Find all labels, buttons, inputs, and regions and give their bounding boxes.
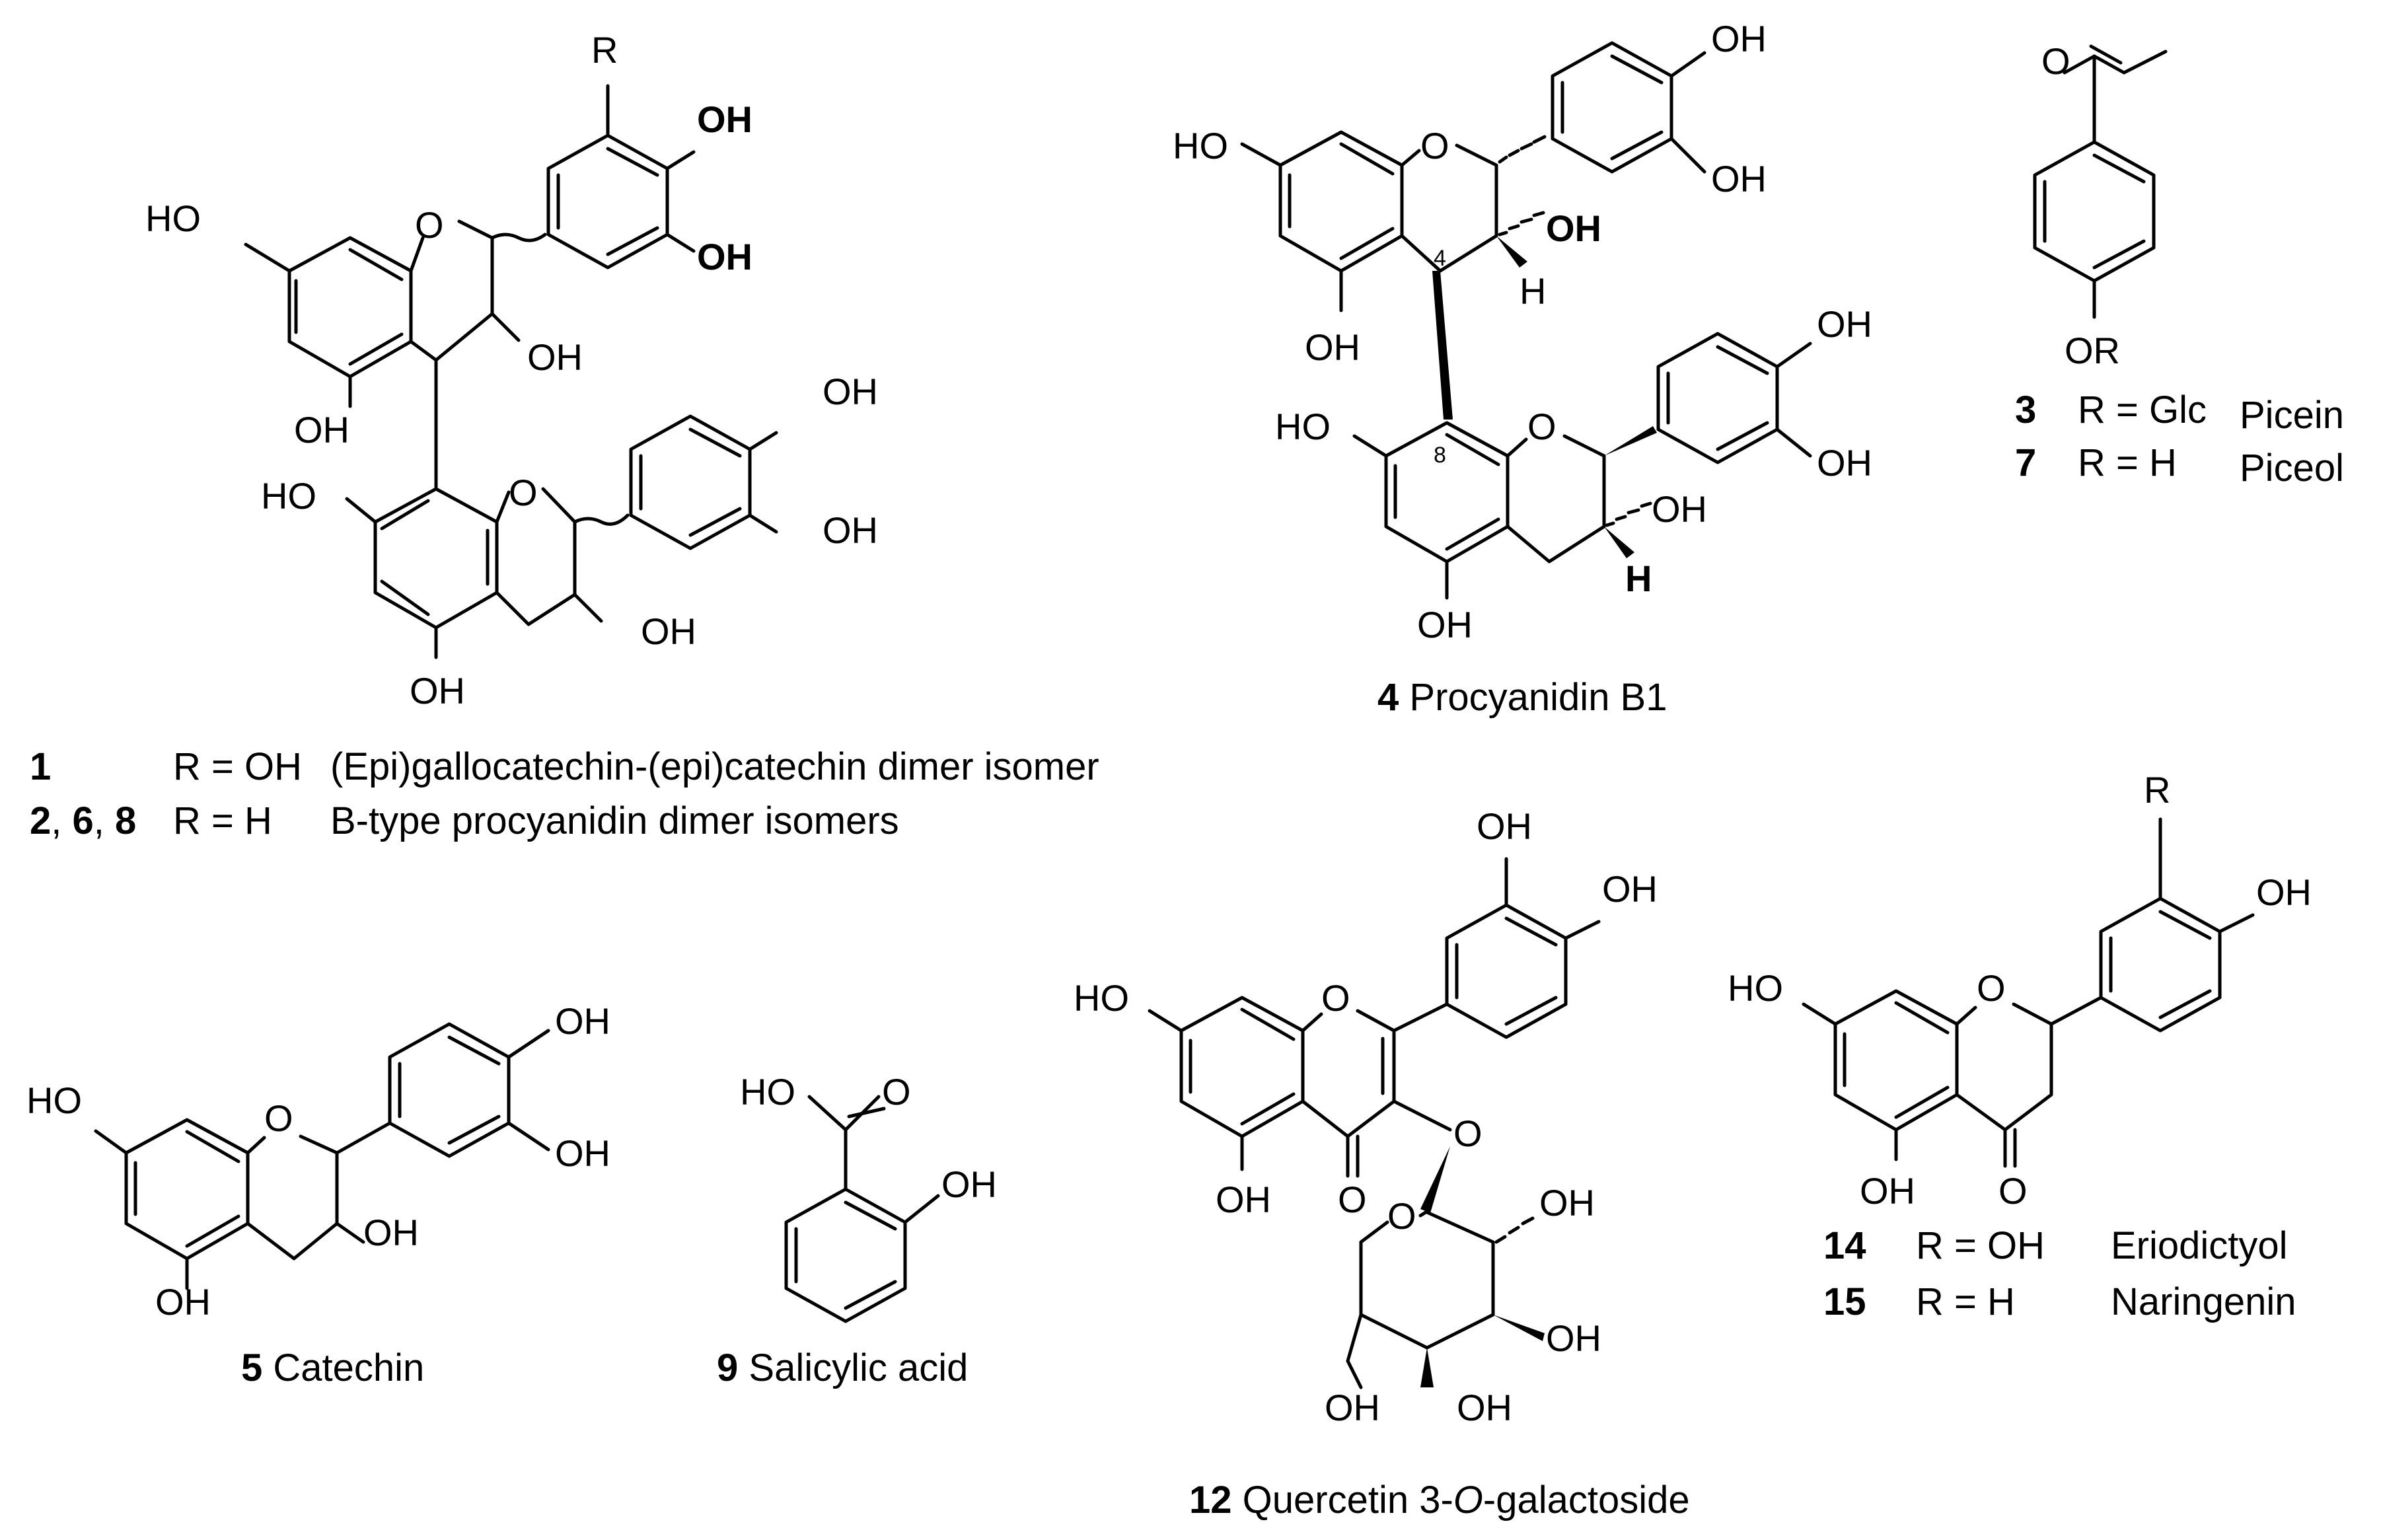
- svg-text:HO: HO: [261, 475, 316, 517]
- structure-compound-4: HO O OH OH OH H 4 OH 8 HO O OH OH OH H O…: [1173, 18, 1872, 645]
- svg-text:R = OH: R = OH: [173, 745, 302, 788]
- svg-text:OH: OH: [1817, 442, 1872, 484]
- svg-text:14: 14: [1823, 1224, 1866, 1267]
- svg-text:OH: OH: [823, 371, 878, 412]
- svg-text:OH: OH: [1860, 1170, 1915, 1212]
- svg-text:OH: OH: [1457, 1387, 1512, 1428]
- svg-text:OH: OH: [1539, 1182, 1595, 1224]
- svg-text:O: O: [415, 204, 444, 246]
- svg-text:OH: OH: [294, 409, 349, 451]
- svg-text:(Epi)gallocatechin-(epi)catech: (Epi)gallocatechin-(epi)catechin dimer i…: [330, 745, 1099, 788]
- svg-text:R = Glc: R = Glc: [2078, 388, 2207, 431]
- svg-text:OH: OH: [941, 1163, 997, 1205]
- svg-text:O: O: [1453, 1113, 1483, 1154]
- svg-text:OH: OH: [1216, 1179, 1271, 1220]
- structure-compound-3-7: O OR: [2033, 40, 2168, 371]
- svg-text:OH: OH: [1325, 1387, 1380, 1428]
- svg-text:O: O: [1998, 1170, 2028, 1212]
- svg-text:Picein: Picein: [2240, 394, 2344, 437]
- caption-compounds-1-2-6-8: 1 R = OH (Epi)gallocatechin-(epi)catechi…: [30, 745, 1099, 842]
- svg-text:HO: HO: [1173, 125, 1228, 166]
- svg-text:OH: OH: [410, 670, 465, 712]
- svg-text:1: 1: [30, 745, 51, 788]
- svg-text:OH: OH: [527, 336, 583, 378]
- svg-text:OH: OH: [2256, 871, 2312, 913]
- svg-text:R = OH: R = OH: [1916, 1224, 2045, 1267]
- svg-text:OH: OH: [555, 1132, 610, 1174]
- structure-compound-5: HO O OH OH OH OH: [26, 1000, 610, 1323]
- svg-text:OH: OH: [641, 610, 696, 652]
- svg-text:O: O: [2041, 40, 2070, 82]
- svg-text:OH: OH: [1546, 1317, 1601, 1359]
- svg-text:OR: OR: [2065, 330, 2120, 371]
- structure-compound-14-15: HO O R OH OH O: [1728, 769, 2312, 1212]
- svg-text:HO: HO: [145, 198, 201, 239]
- caption-compound-4: 4 Procyanidin B1: [1377, 676, 1667, 719]
- svg-text:OH: OH: [1652, 488, 1707, 530]
- svg-text:OH: OH: [1477, 805, 1532, 847]
- svg-text:OH: OH: [823, 509, 878, 551]
- svg-text:O: O: [1338, 1179, 1367, 1220]
- svg-text:OH: OH: [155, 1281, 211, 1323]
- caption-compounds-14-15: 14 R = OH Eriodictyol 15 R = H Naringeni…: [1823, 1224, 2296, 1323]
- caption-compound-5: 5 Catechin: [241, 1346, 424, 1389]
- svg-text:OH: OH: [555, 1000, 610, 1042]
- svg-text:R = H: R = H: [1916, 1280, 2015, 1323]
- svg-text:OH: OH: [697, 236, 752, 277]
- svg-text:R = H: R = H: [2078, 441, 2177, 484]
- svg-text:O: O: [1527, 406, 1557, 447]
- svg-text:Piceol: Piceol: [2240, 447, 2344, 490]
- svg-text:OH: OH: [1546, 207, 1601, 249]
- svg-text:8: 8: [1434, 443, 1446, 468]
- svg-text:HO: HO: [1275, 406, 1331, 447]
- svg-text:4: 4: [1434, 246, 1446, 271]
- svg-text:OH: OH: [1711, 18, 1767, 59]
- svg-text:O: O: [1321, 977, 1350, 1019]
- svg-text:OH: OH: [1602, 868, 1658, 910]
- svg-text:R: R: [2144, 769, 2170, 811]
- svg-text:R = H: R = H: [173, 799, 272, 842]
- svg-text:HO: HO: [1074, 977, 1129, 1019]
- caption-compound-12: 12 Quercetin 3-O-galactoside: [1189, 1479, 1690, 1522]
- svg-text:Eriodictyol: Eriodictyol: [2111, 1224, 2288, 1267]
- svg-text:O: O: [1420, 125, 1449, 166]
- svg-text:H: H: [1520, 270, 1546, 312]
- svg-text:OH: OH: [1711, 158, 1767, 200]
- svg-text:7: 7: [2015, 441, 2036, 484]
- svg-text:OH: OH: [363, 1212, 419, 1253]
- svg-text:OH: OH: [1417, 604, 1473, 645]
- svg-text:3: 3: [2015, 388, 2036, 431]
- svg-text:B-type procyanidin dimer isome: B-type procyanidin dimer isomers: [330, 799, 899, 842]
- svg-text:15: 15: [1823, 1280, 1866, 1323]
- svg-text:O: O: [264, 1097, 293, 1139]
- svg-text:O: O: [882, 1071, 911, 1113]
- svg-text:O: O: [1977, 967, 2006, 1009]
- structure-compound-9: HO O OH: [740, 1071, 997, 1323]
- svg-text:OH: OH: [697, 98, 752, 140]
- svg-text:H: H: [1625, 558, 1652, 599]
- svg-text:HO: HO: [26, 1080, 82, 1121]
- svg-text:O: O: [509, 472, 538, 513]
- svg-text:Naringenin: Naringenin: [2111, 1280, 2296, 1323]
- svg-text:HO: HO: [1728, 967, 1783, 1009]
- structure-compound-12: HO O OH OH OH O O O OH OH OH OH: [1074, 805, 1658, 1428]
- svg-text:2, 6, 8: 2, 6, 8: [30, 799, 136, 842]
- svg-text:HO: HO: [740, 1071, 795, 1113]
- caption-compounds-3-7: 3 R = Glc Picein 7 R = H Piceol: [2015, 388, 2344, 490]
- structure-compound-1: HO O R OH OH OH OH OH OH HO O OH OH: [145, 29, 878, 712]
- svg-text:O: O: [1387, 1195, 1416, 1237]
- svg-text:OH: OH: [1305, 326, 1360, 368]
- svg-text:OH: OH: [1817, 303, 1872, 345]
- svg-text:R: R: [591, 29, 618, 71]
- caption-compound-9: 9 Salicylic acid: [717, 1346, 968, 1389]
